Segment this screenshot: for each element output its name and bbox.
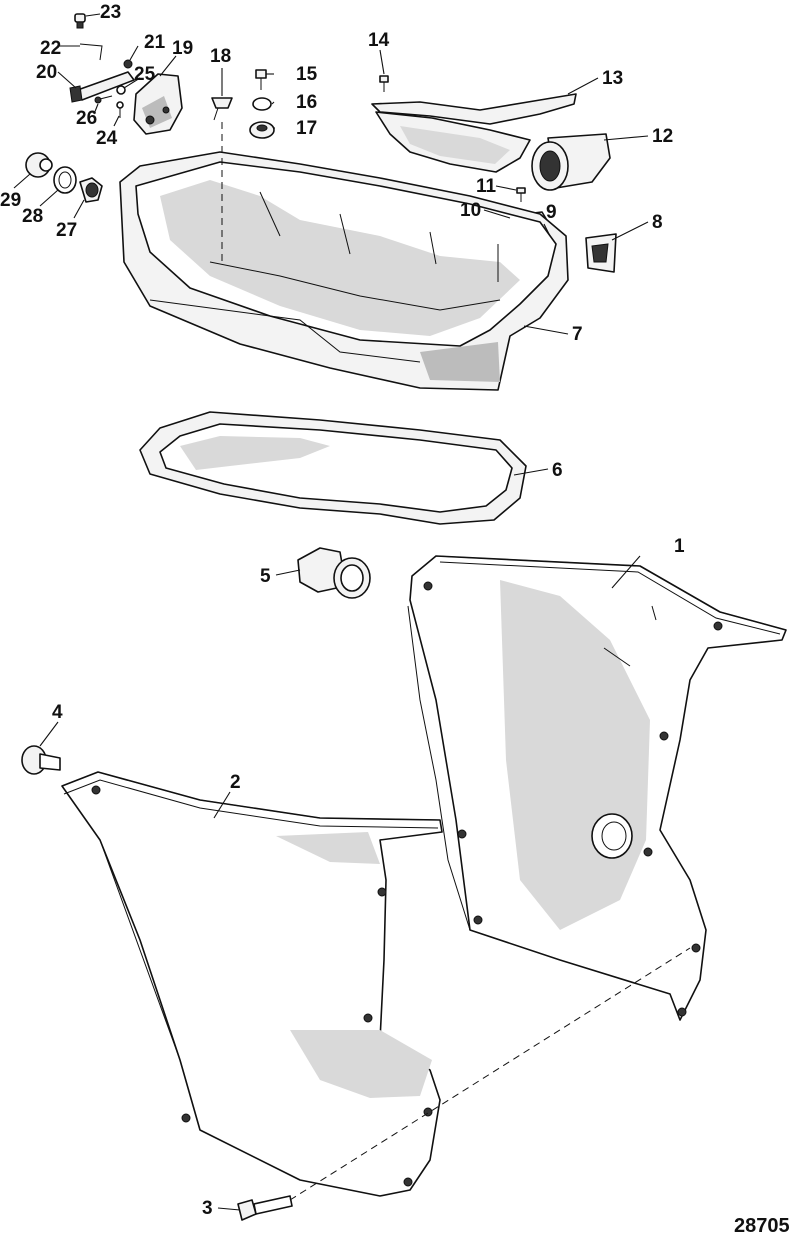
part-8-bracket	[585, 233, 617, 273]
part-29-fitting	[25, 152, 53, 178]
part-5-fitting	[297, 547, 371, 599]
part-15-bolt	[255, 69, 267, 90]
part-3-bolt	[237, 1195, 293, 1221]
callout-17: 17	[296, 118, 317, 139]
callout-26: 26	[76, 108, 97, 129]
figure-number: 28705	[734, 1215, 790, 1237]
callout-4: 4	[52, 702, 63, 723]
part-2-left-cowl	[61, 771, 443, 1197]
callout-18: 18	[210, 46, 231, 67]
part-18-plug	[211, 97, 233, 121]
part-17-grommet	[249, 121, 275, 139]
part-24-pin	[116, 101, 124, 118]
callout-21: 21	[144, 32, 166, 53]
part-4-bolt	[21, 745, 61, 775]
part-28-ring	[53, 166, 77, 194]
callout-5: 5	[260, 566, 271, 587]
part-27-grommet	[79, 177, 103, 203]
callout-10: 10	[460, 200, 481, 221]
part-21-nut	[123, 59, 133, 69]
leader-lines	[13, 13, 649, 1211]
callout-7: 7	[572, 324, 583, 345]
part-16-washer	[252, 97, 272, 111]
latch-assembly	[69, 13, 183, 135]
callout-6: 6	[552, 460, 563, 481]
callout-25: 25	[134, 64, 156, 85]
part-14-screw	[379, 75, 389, 92]
callout-22: 22	[40, 38, 61, 59]
callout-19: 19	[172, 38, 193, 59]
callout-9: 9	[546, 202, 557, 223]
part-23-knob	[74, 13, 86, 29]
callout-16: 16	[296, 92, 317, 113]
part-12-air-intake	[531, 133, 611, 191]
callout-1: 1	[674, 536, 685, 557]
callout-15: 15	[296, 64, 318, 85]
dashed-assembly-line-bolt-3	[289, 947, 691, 1201]
callout-3: 3	[202, 1198, 213, 1219]
part-26-screw	[94, 95, 113, 104]
part-22-rod	[79, 43, 103, 61]
part-25-washer	[116, 85, 126, 95]
part-13-trim-strip	[371, 93, 577, 173]
callout-28: 28	[22, 206, 43, 227]
part-6-seal	[139, 411, 527, 525]
part-11-screw	[516, 187, 526, 202]
part-20-lever	[69, 71, 135, 103]
callout-14: 14	[368, 30, 390, 51]
callout-8: 8	[652, 212, 663, 233]
part-7-cowl-pan	[119, 151, 569, 391]
callout-23: 23	[100, 2, 121, 23]
part-19-latch-body	[133, 73, 183, 135]
callout-29: 29	[0, 190, 21, 211]
callout-11: 11	[476, 176, 497, 197]
callout-13: 13	[602, 68, 623, 89]
callout-24: 24	[96, 128, 118, 149]
callout-20: 20	[36, 62, 57, 83]
callout-27: 27	[56, 220, 77, 241]
part-1-right-cowl	[407, 555, 787, 1021]
callout-labels: 1 2 3 4 5 6 7 8 9 10 11 12 13 14 15 16 1…	[0, 2, 685, 1219]
callout-12: 12	[652, 126, 673, 147]
callout-2: 2	[230, 772, 241, 793]
